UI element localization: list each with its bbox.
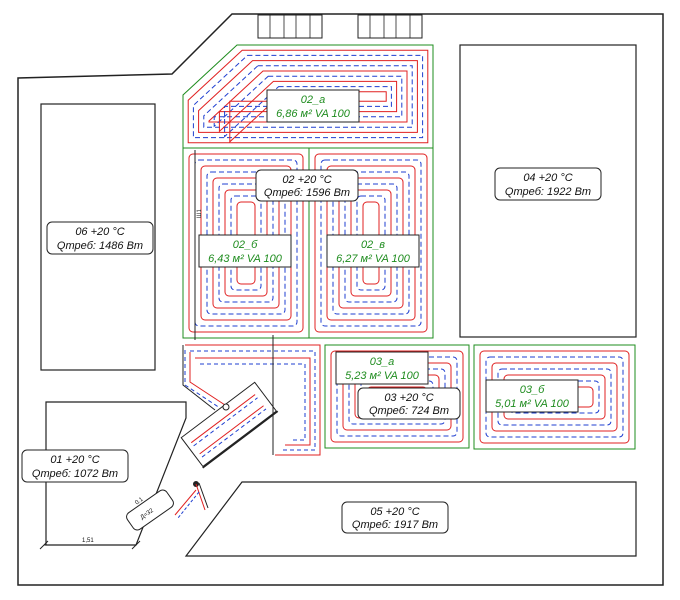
- loop-03b-ring: [479, 350, 630, 444]
- svg-text:05 +20 °C: 05 +20 °C: [370, 506, 419, 518]
- svg-text:Qтреб: 724 Вт: Qтреб: 724 Вт: [369, 405, 449, 417]
- room-05-label: 05 +20 °C Qтреб: 1917 Вт: [341, 501, 449, 534]
- room-04-block: [459, 44, 637, 338]
- svg-text:03 +20 °C: 03 +20 °C: [384, 392, 433, 404]
- loop-02v-ring: [314, 153, 428, 333]
- loop-02a-ring: [187, 49, 429, 144]
- manifold-cabinet: [180, 381, 279, 469]
- svg-text:6,86 м² VA 100: 6,86 м² VA 100: [276, 108, 351, 120]
- svg-text:03_а: 03_а: [370, 356, 394, 368]
- room-02-label: 02 +20 °C Qтреб: 1596 Вт: [255, 169, 359, 202]
- svg-text:02 +20 °C: 02 +20 °C: [282, 174, 331, 186]
- zone-03a-label: 03_а 5,23 м² VA 100: [335, 351, 429, 385]
- svg-text:Qтреб: 1486 Вт: Qтреб: 1486 Вт: [57, 240, 143, 252]
- window-niche-left: [257, 14, 323, 39]
- svg-text:04 +20 °C: 04 +20 °C: [523, 172, 572, 184]
- svg-text:Qтреб: 1922 Вт: Qтреб: 1922 Вт: [505, 186, 591, 198]
- loop-03a-ring: [330, 350, 464, 443]
- loop-02a-ring: [203, 65, 413, 128]
- svg-text:0.1: 0.1: [134, 496, 145, 506]
- zone-03b-label: 03_б 5,01 м² VA 100: [485, 379, 579, 413]
- svg-text:02_в: 02_в: [361, 239, 385, 251]
- loop-02a-ring: [192, 54, 424, 139]
- zone-02a-label: 02_а 6,86 м² VA 100: [266, 89, 360, 123]
- loop-02a-ring: [198, 60, 418, 133]
- svg-text:06 +20 °C: 06 +20 °C: [75, 226, 124, 238]
- outer-wall: [17, 13, 664, 586]
- loop-02b-ring: [230, 195, 262, 291]
- svg-text:03_б: 03_б: [520, 384, 545, 396]
- svg-text:5,01 м² VA 100: 5,01 м² VA 100: [495, 398, 570, 410]
- loop-02v-ring: [320, 159, 422, 327]
- room-06-block: [40, 103, 156, 371]
- room-01-label: 01 +20 °C Qтреб: 1072 Вт: [21, 449, 129, 483]
- loop-02b-ring: [188, 153, 304, 333]
- room-06-label: 06 +20 °C Qтреб: 1486 Вт: [46, 221, 154, 255]
- zone-02v-border: [308, 147, 434, 339]
- loop-02b-ring: [206, 171, 286, 315]
- zone-03b-border: [473, 344, 636, 450]
- zone-02v-label: 02_в 6,27 м² VA 100: [326, 234, 420, 268]
- svg-text:1,51: 1,51: [82, 538, 94, 544]
- manifold-valve: [222, 403, 230, 411]
- svg-text:6,43 м² VA 100: 6,43 м² VA 100: [208, 253, 283, 265]
- svg-text:5,23 м² VA 100: 5,23 м² VA 100: [345, 370, 420, 382]
- corridor-pipes: [182, 344, 321, 456]
- svg-text:6,27 м² VA 100: 6,27 м² VA 100: [336, 253, 411, 265]
- zone-02b-label: 02_б 6,43 м² VA 100: [198, 234, 292, 268]
- room-01-block: [45, 401, 187, 546]
- room-04-label: 04 +20 °C Qтреб: 1922 Вт: [494, 167, 602, 201]
- zone-03a-border: [324, 344, 470, 449]
- pipe-tag: Ш1: [197, 209, 203, 218]
- svg-text:01 +20 °C: 01 +20 °C: [50, 454, 99, 466]
- svg-text:02_б: 02_б: [233, 239, 258, 251]
- room-05-block: [184, 481, 637, 557]
- svg-text:Qтреб: 1917 Вт: Qтреб: 1917 Вт: [352, 519, 438, 531]
- svg-text:02_а: 02_а: [301, 94, 325, 106]
- svg-text:Qтреб: 1072 Вт: Qтреб: 1072 Вт: [32, 468, 118, 480]
- boiler-unit: 0.1 Д=32: [126, 489, 174, 531]
- window-niche-right: [357, 14, 423, 39]
- room-03-label: 03 +20 °C Qтреб: 724 Вт: [357, 387, 461, 420]
- svg-text:Qтреб: 1596 Вт: Qтреб: 1596 Вт: [264, 187, 350, 199]
- dimension-line: 1,51: [39, 538, 141, 550]
